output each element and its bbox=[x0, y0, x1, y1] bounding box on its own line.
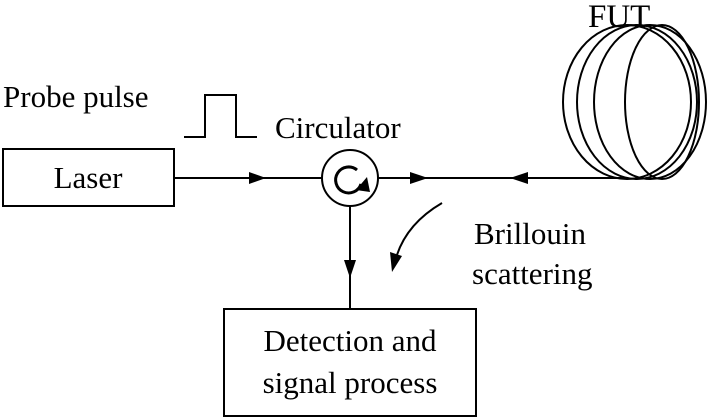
square-pulse-icon bbox=[184, 94, 257, 138]
laser-label: Laser bbox=[54, 160, 124, 195]
laser-to-circulator-arrow bbox=[249, 172, 266, 184]
circular-arrow-icon bbox=[334, 165, 370, 195]
backward-arrow bbox=[510, 172, 528, 184]
brillouin-curved-arrow bbox=[395, 202, 443, 259]
brillouin-label-line2: scattering bbox=[472, 256, 593, 291]
circulator-label: Circulator bbox=[275, 110, 401, 145]
detection-label-line1: Detection and bbox=[263, 323, 437, 358]
brillouin-label-line1: Brillouin bbox=[474, 216, 586, 251]
fiber-coil-icon bbox=[562, 24, 707, 180]
forward-arrow bbox=[410, 172, 428, 184]
fut-label: FUT bbox=[588, 0, 650, 35]
circulator-circle bbox=[321, 149, 379, 207]
probe-pulse-label: Probe pulse bbox=[3, 79, 149, 114]
down-arrow bbox=[344, 260, 356, 278]
brillouin-curved-arrowhead bbox=[390, 252, 402, 272]
detection-box bbox=[223, 308, 477, 417]
detection-label-line2: signal process bbox=[263, 365, 438, 400]
